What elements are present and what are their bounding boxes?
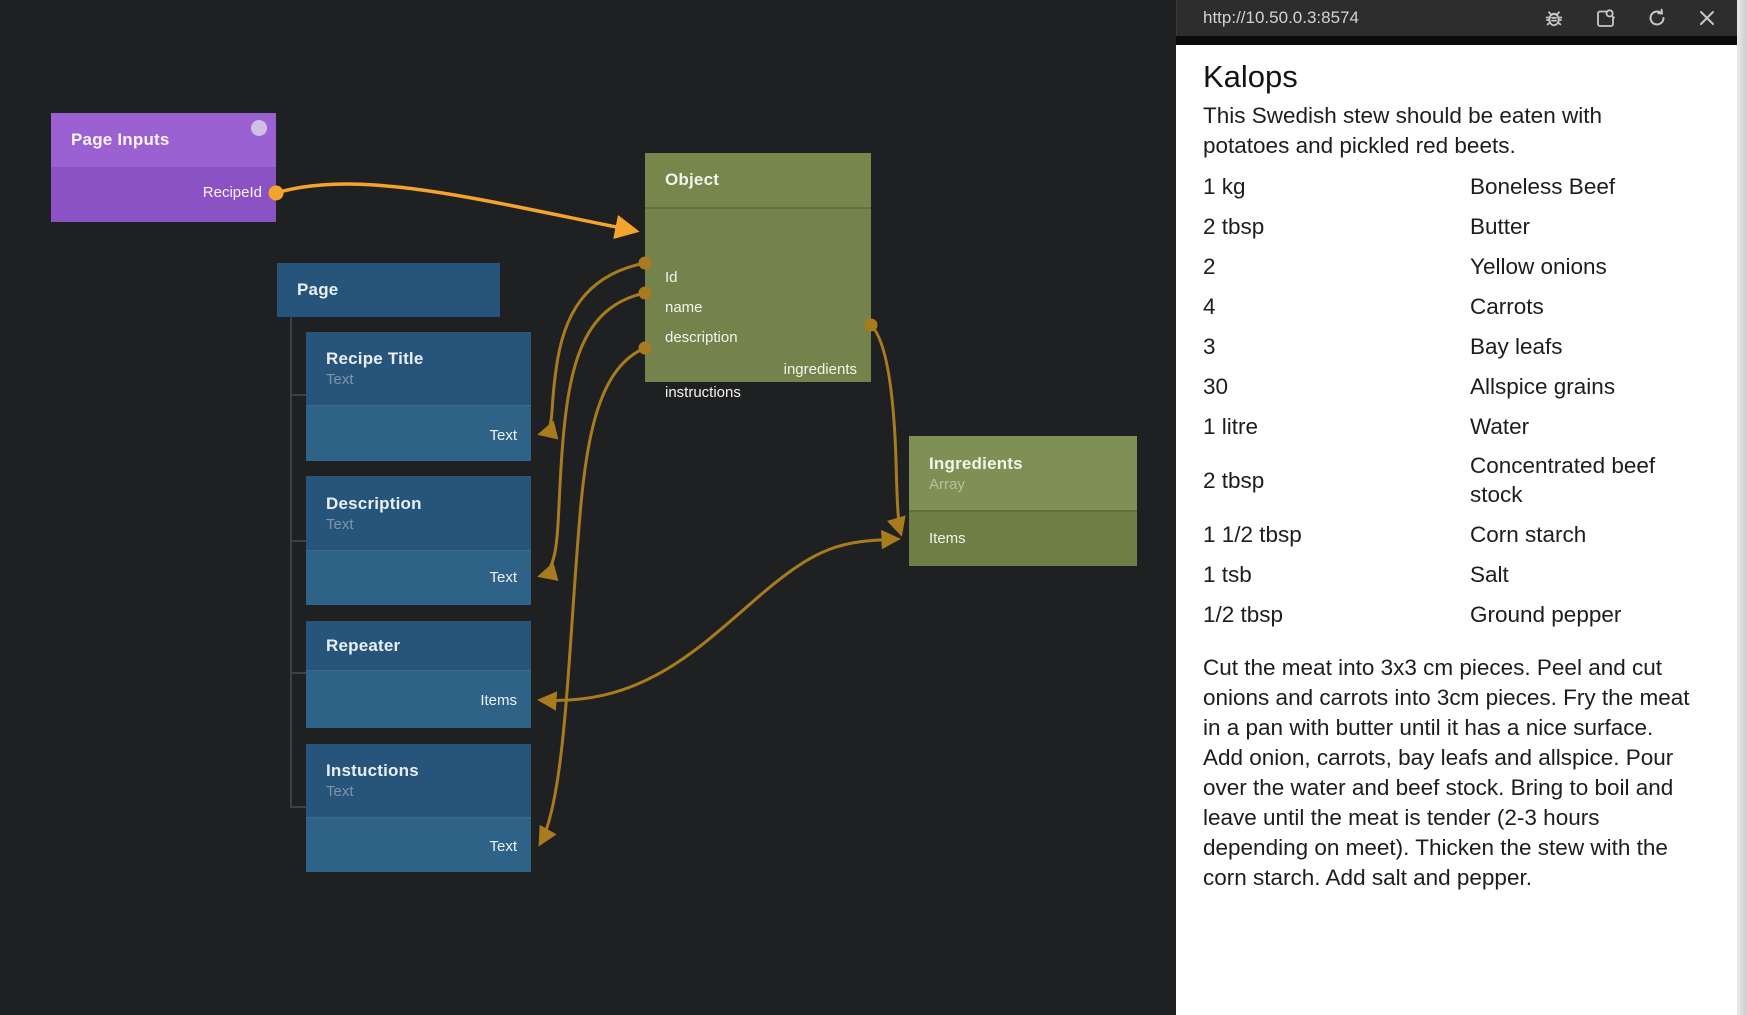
port-instructions[interactable]: instructions xyxy=(665,384,741,401)
ingredient-name: Yellow onions xyxy=(1470,253,1607,279)
toolbar-divider xyxy=(1176,36,1737,45)
ingredient-list: 1 kg Boneless Beef 2 tbsp Butter 2 Yello… xyxy=(1203,171,1693,629)
ingredient-name: Allspice grains xyxy=(1470,373,1616,399)
ingredient-row: 1 litre Water xyxy=(1203,411,1693,441)
node-object[interactable]: Object Id name description ingredients i… xyxy=(645,153,871,401)
recipe-title: Kalops xyxy=(1203,59,1298,94)
scrollbar[interactable] xyxy=(1737,0,1747,1015)
ingredient-amount: 2 xyxy=(1203,253,1216,279)
port-text[interactable]: Text xyxy=(489,427,517,444)
ingredient-amount: 2 tbsp xyxy=(1203,213,1265,239)
node-title: Description xyxy=(326,493,422,513)
ingredient-name: Carrots xyxy=(1470,293,1544,319)
ingredient-row: 3 Bay leafs xyxy=(1203,331,1693,361)
ingredient-amount: 1 litre xyxy=(1203,413,1259,439)
ingredient-amount: 1 tsb xyxy=(1203,561,1252,587)
node-subtitle: Text xyxy=(326,515,354,533)
port-description[interactable]: description xyxy=(665,329,738,346)
port-items[interactable]: Items xyxy=(929,530,966,547)
ingredient-amount: 2 tbsp xyxy=(1203,467,1265,493)
ingredient-name: Bay leafs xyxy=(1470,333,1563,359)
ingredient-row: 1 kg Boneless Beef xyxy=(1203,171,1693,201)
port-text[interactable]: Text xyxy=(489,838,517,855)
ingredient-name: Corn starch xyxy=(1470,521,1587,547)
close-icon[interactable] xyxy=(1697,8,1717,28)
node-subtitle: Text xyxy=(326,371,354,388)
node-title: Repeater xyxy=(326,635,401,655)
wire-description-to-description xyxy=(537,291,646,582)
port-id[interactable]: Id xyxy=(665,269,678,286)
ingredient-row: 1 1/2 tbsp Corn starch xyxy=(1203,519,1693,549)
ingredient-row: 2 tbsp Concentrated beef stock xyxy=(1203,451,1693,509)
ingredient-amount: 3 xyxy=(1203,333,1216,359)
node-subtitle: Text xyxy=(326,783,354,800)
node-instructions[interactable]: Instuctions Text Text xyxy=(306,744,531,872)
port-text[interactable]: Text xyxy=(489,569,517,586)
wire-items-to-repeater xyxy=(537,529,901,711)
node-title: Page Inputs xyxy=(71,130,170,149)
port-name[interactable]: name xyxy=(665,299,703,316)
node-description[interactable]: Description Text Text xyxy=(306,476,531,605)
ingredient-amount: 1/2 tbsp xyxy=(1203,601,1284,627)
ingredient-amount: 30 xyxy=(1203,373,1229,399)
node-page-inputs[interactable]: Page Inputs RecipeId xyxy=(51,113,276,222)
tree-connector xyxy=(290,317,306,808)
ingredient-row: 1 tsb Salt xyxy=(1203,559,1693,589)
ingredient-name: Salt xyxy=(1470,561,1509,587)
ingredient-name: Ground pepper xyxy=(1470,601,1622,627)
node-title: Object xyxy=(665,170,720,189)
preview-url[interactable]: http://10.50.0.3:8574 xyxy=(1203,8,1359,27)
open-preview-window-icon[interactable] xyxy=(1594,7,1617,30)
ingredient-name: Concentrated beef stock xyxy=(1470,453,1656,507)
node-repeater[interactable]: Repeater Items xyxy=(306,621,531,728)
node-title: Page xyxy=(297,280,339,299)
ingredient-row: 2 tbsp Butter xyxy=(1203,211,1693,241)
ingredient-row: 1/2 tbsp Ground pepper xyxy=(1203,599,1693,629)
ingredient-amount: 4 xyxy=(1203,293,1216,319)
refresh-icon[interactable] xyxy=(1646,7,1668,29)
preview-toolbar: http://10.50.0.3:8574 xyxy=(1176,0,1737,36)
node-editor-canvas[interactable]: Page Inputs RecipeId Page Recipe Title T… xyxy=(0,0,1176,1015)
ingredient-name: Butter xyxy=(1470,213,1531,239)
node-title: Instuctions xyxy=(326,761,419,780)
ingredient-amount: 1 1/2 tbsp xyxy=(1203,521,1302,547)
node-title: Ingredients xyxy=(929,453,1023,473)
debug-icon[interactable] xyxy=(1543,7,1565,29)
port-recipeid[interactable]: RecipeId xyxy=(202,184,262,201)
wire-name-to-recipetitle xyxy=(537,261,646,440)
ingredient-row: 30 Allspice grains xyxy=(1203,371,1693,401)
recipe-description: This Swedish stew should be eaten with p… xyxy=(1203,103,1602,158)
ingredient-row: 2 Yellow onions xyxy=(1203,251,1693,281)
ingredient-row: 4 Carrots xyxy=(1203,291,1693,321)
preview-content: Kalops This Swedish stew should be eaten… xyxy=(1176,45,1737,1015)
node-subtitle: Array xyxy=(929,475,965,493)
wire-recipeid-to-id xyxy=(275,182,640,239)
ingredient-name: Boneless Beef xyxy=(1470,173,1616,199)
preview-panel: http://10.50.0.3:8574 xyxy=(1176,0,1747,1015)
node-page[interactable]: Page xyxy=(277,263,500,317)
wire-ingredients-to-items xyxy=(869,323,906,537)
ingredient-name: Water xyxy=(1470,413,1530,439)
recipe-instructions: Cut the meat into 3x3 cm pieces. Peel an… xyxy=(1203,655,1690,890)
wire-instructions-to-instructions xyxy=(538,346,646,847)
port-ingredients[interactable]: ingredients xyxy=(783,361,857,378)
node-recipe-title[interactable]: Recipe Title Text Text xyxy=(306,332,531,461)
ingredient-amount: 1 kg xyxy=(1203,173,1246,199)
port-items[interactable]: Items xyxy=(480,692,517,709)
node-title: Recipe Title xyxy=(326,349,424,368)
node-ingredients-array[interactable]: Ingredients Array Items xyxy=(909,436,1137,566)
